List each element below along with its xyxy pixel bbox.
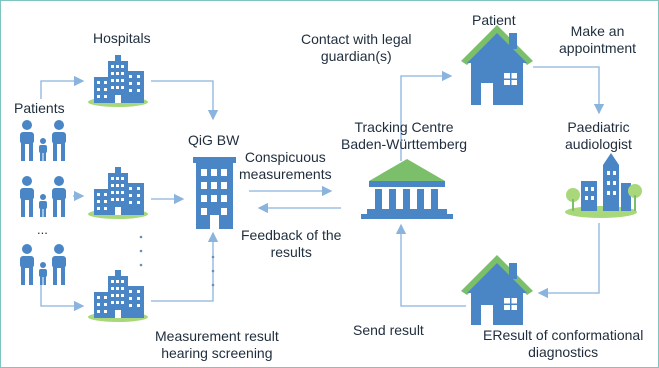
send-result-label: Send result xyxy=(353,322,424,338)
hospital-icon-mid xyxy=(88,167,148,219)
qig-bw-label: QiG BW xyxy=(188,132,240,148)
arrow-tracking-patient xyxy=(400,70,453,161)
people-icon-bottom xyxy=(20,244,66,285)
tracking-centre-label: Tracking Centre Baden-Württemberg xyxy=(341,119,468,152)
arrow-patients-hospital-top xyxy=(40,75,85,99)
dotted-chain-hospitals xyxy=(139,235,143,267)
eresult-label: EResult of conformational diagnostics xyxy=(483,327,644,360)
make-appointment-label: Make an appointment xyxy=(559,23,637,56)
dotted-chain-qig xyxy=(211,255,215,287)
arrow-audiologist-result xyxy=(537,223,600,299)
patient-house-icon xyxy=(461,25,533,105)
paediatric-audiologist-label: Paediatric audiologist xyxy=(565,119,632,152)
qig-building-icon xyxy=(193,157,236,229)
measurement-result-label: Measurement result hearing screening xyxy=(155,328,279,361)
audiologist-campus-icon xyxy=(565,153,642,218)
ellipsis-label: ... xyxy=(37,222,48,237)
arrow-hospital-bottom-qig xyxy=(151,231,219,302)
tracking-centre-icon xyxy=(361,159,453,219)
hospitals-label: Hospitals xyxy=(93,30,151,46)
hospital-icon-bottom xyxy=(88,270,148,322)
patient-label: Patient xyxy=(472,12,516,28)
people-icon-top xyxy=(16,119,71,163)
conspicuous-measurements-label: Conspicuous measurements xyxy=(239,149,332,182)
arrow-result-tracking xyxy=(395,223,466,307)
arrow-patients-hospital-bottom xyxy=(40,279,85,312)
result-house-icon xyxy=(461,255,533,325)
arrow-patient-audiologist xyxy=(533,66,605,115)
people-icon-mid xyxy=(20,176,66,217)
contact-guardian-label: Contact with legal guardian(s) xyxy=(301,31,412,64)
arrow-hospital-top-qig xyxy=(151,80,219,121)
feedback-label: Feedback of the results xyxy=(241,227,342,260)
patients-label: Patients xyxy=(14,100,65,116)
hospital-icon-top xyxy=(88,55,150,107)
